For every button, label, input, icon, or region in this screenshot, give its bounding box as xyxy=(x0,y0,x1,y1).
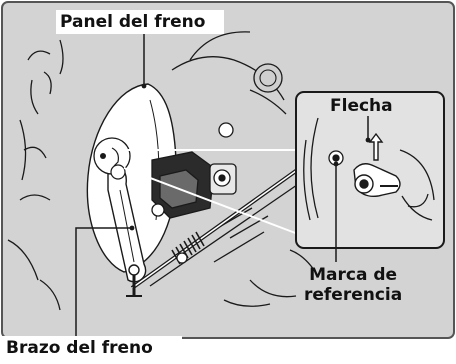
frame-boss xyxy=(253,63,283,93)
inset-lever xyxy=(353,132,401,198)
brake-housing xyxy=(151,122,237,219)
brake-panel xyxy=(86,83,177,273)
label-reference-mark: Marca de referencia xyxy=(304,265,403,305)
label-arrow: Flecha xyxy=(330,96,393,116)
inset-linework xyxy=(303,117,435,221)
brake-rod xyxy=(130,166,311,290)
leader-arm xyxy=(75,227,132,338)
label-brake-panel: Panel del freno xyxy=(60,12,206,32)
label-brake-arm: Brazo del freno xyxy=(6,338,153,358)
magnifier-line-bottom xyxy=(123,167,299,235)
inset-bolt xyxy=(328,150,344,166)
leader-lines xyxy=(75,34,369,338)
